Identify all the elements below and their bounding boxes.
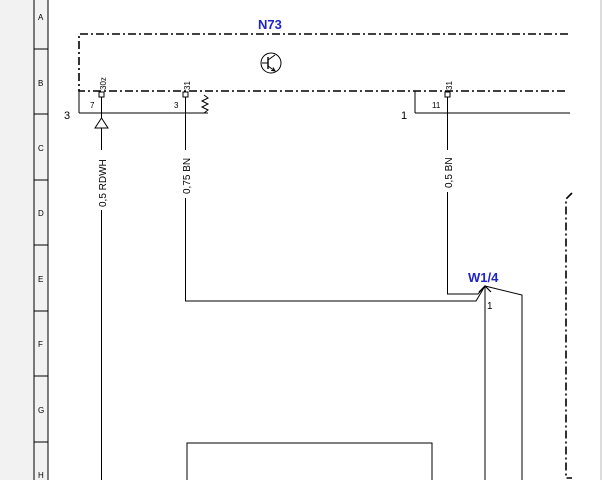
pin-31-right-number: 11 [432,101,441,110]
pin-31-left: 31 3 [174,81,210,114]
connector-right: 1 [401,91,570,122]
connector-left: 3 [64,91,208,122]
pin-31-left-number: 3 [174,101,179,110]
pin-30z-number: 7 [90,101,95,110]
w1-4-label: W1/4 [468,270,499,285]
lower-component-box [186,442,433,480]
row-label-c: C [38,144,44,153]
wire-bn-left-label: 0,75 BN [182,158,193,194]
row-label-a: A [38,13,44,22]
wire-rdwh-label: 0,5 RDWH [98,159,109,207]
connector-left-number: 3 [64,110,70,122]
wire-rdwh: 0,5 RDWH [98,128,109,480]
n73-label: N73 [258,17,282,32]
transistor-icon [260,52,282,74]
n73-component: N73 [78,17,568,92]
terminal-square-icon [182,91,189,98]
pin-31-right-terminal: 31 [445,81,454,90]
terminal-square-icon [98,91,105,98]
right-boundary-outline [565,192,573,479]
pin-30z: 30z 7 [90,77,109,129]
pin-31-left-terminal: 31 [183,81,192,90]
row-label-d: D [38,209,44,218]
row-label-h: H [38,471,44,480]
terminal-square-icon [444,91,451,98]
pin-31-right: 31 11 [432,81,454,113]
w1-4-pin-number: 1 [487,301,493,312]
wire-bn-right: 0,5 BN [444,113,486,295]
wire-bn-left: 0,75 BN [182,113,486,302]
resistor-zigzag-icon [200,94,210,114]
row-label-g: G [38,406,44,415]
connector-right-number: 1 [401,110,407,122]
row-label-f: F [38,340,43,349]
row-label-b: B [38,79,43,88]
wire-bn-right-label: 0,5 BN [444,157,455,188]
row-label-e: E [38,275,43,284]
pin-30z-terminal: 30z [99,77,108,90]
ground-arrow-icon [94,117,109,129]
w1-4-point: W1/4 1 [468,270,523,480]
n73-outline [78,33,568,92]
row-ruler: A B C D E F G H [0,0,49,480]
viewer-edge [600,0,602,480]
